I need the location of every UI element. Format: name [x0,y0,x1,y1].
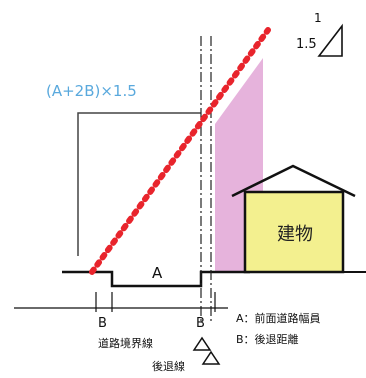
formula-bracket [77,112,201,256]
legend-a: A：前面道路幅員 [236,311,321,325]
setback-line-text: 後退線 [152,359,185,373]
road-boundary-marker [192,336,212,351]
slope-rise-label: 1 [314,11,322,25]
building-roof [231,164,356,198]
building-body [243,190,345,274]
road-width-label: A [152,264,163,282]
formula-text: (A+2B)×1.5 [46,82,137,100]
slope-run-label: 1.5 [296,37,317,52]
setback-b-right-label: B [196,316,205,331]
slope-triangle [317,23,343,57]
slope-line [89,27,271,275]
road-boundary-text: 道路境界線 [98,336,153,350]
setback-line-marker [201,350,221,365]
legend-b: B：後退距離 [236,332,299,346]
ground-profile [62,270,250,288]
setback-b-left-label: B [98,316,107,331]
building-label: 建物 [277,224,313,245]
